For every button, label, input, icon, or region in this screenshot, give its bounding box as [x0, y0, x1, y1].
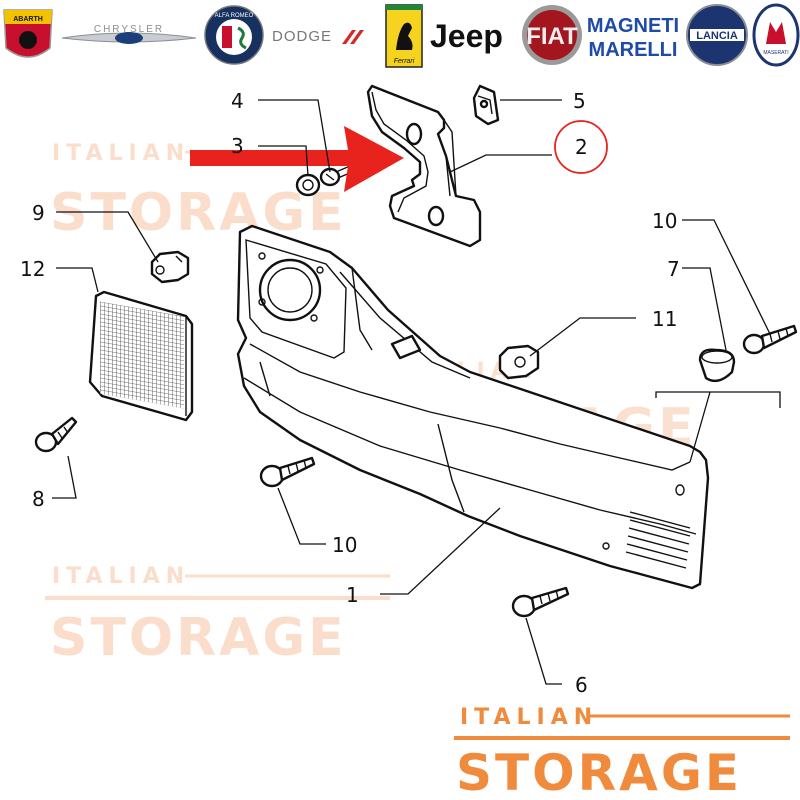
- chrysler-logo: CHRYSLER: [61, 24, 197, 44]
- lancia-logo: LANCIA: [686, 4, 748, 66]
- svg-text:FIAT: FIAT: [526, 23, 578, 50]
- ferrari-logo: Ferrari: [385, 4, 423, 68]
- leader-lines: [52, 99, 781, 685]
- part-2-bracket: [366, 84, 482, 248]
- svg-text:ITALIAN: ITALIAN: [52, 564, 190, 589]
- callout-12: 12: [20, 257, 45, 281]
- highlight-circle: [554, 120, 608, 174]
- callout-10-right: 10: [652, 209, 677, 233]
- part-7-plug: [698, 348, 736, 383]
- svg-text:CHRYSLER: CHRYSLER: [94, 24, 164, 35]
- callout-2: 2: [575, 135, 588, 159]
- svg-text:STORAGE: STORAGE: [50, 183, 347, 243]
- callout-1: 1: [346, 583, 359, 607]
- brand-logo-bar: ABARTH CHRYSLER ALFA ROMEO DODGE Ferrar: [3, 3, 800, 68]
- callout-9: 9: [32, 201, 45, 225]
- alfa-romeo-logo: ALFA ROMEO: [204, 5, 264, 65]
- callout-4: 4: [231, 89, 244, 113]
- callout-7: 7: [667, 257, 680, 281]
- part-12-speaker-grille: [88, 290, 194, 422]
- italian-storage-logo: ITALIAN STORAGE: [454, 705, 790, 800]
- svg-text:Ferrari: Ferrari: [394, 58, 415, 65]
- svg-text:LANCIA: LANCIA: [696, 30, 738, 42]
- svg-text:ALFA ROMEO: ALFA ROMEO: [215, 13, 254, 19]
- watermark-top: ITALIAN STORAGE: [50, 141, 390, 243]
- part-1-console-trim: [236, 224, 710, 590]
- part-4-screw: [319, 165, 353, 187]
- part-8-screw: [34, 416, 78, 453]
- callout-8: 8: [32, 487, 45, 511]
- part-9-clip: [150, 250, 190, 284]
- svg-text:STORAGE: STORAGE: [456, 744, 742, 800]
- svg-text:DODGE: DODGE: [272, 28, 332, 45]
- svg-text:MAGNETI: MAGNETI: [587, 15, 679, 37]
- red-arrow: [190, 126, 404, 192]
- svg-text:MARELLI: MARELLI: [589, 39, 678, 61]
- part-6-screw: [511, 586, 570, 618]
- svg-text:ITALIAN: ITALIAN: [52, 141, 190, 166]
- part-3-grommet: [295, 173, 321, 197]
- callout-3: 3: [231, 134, 244, 158]
- svg-text:Jeep: Jeep: [430, 18, 503, 54]
- svg-text:STORAGE: STORAGE: [50, 608, 347, 668]
- magneti-marelli-logo: MAGNETI MARELLI: [587, 15, 679, 61]
- jeep-logo: Jeep: [430, 18, 503, 54]
- callout-10-left: 10: [332, 533, 357, 557]
- maserati-logo: MASERATI: [752, 3, 800, 67]
- vent-slats: [625, 511, 691, 569]
- callout-6: 6: [575, 673, 588, 697]
- svg-text:MASERATI: MASERATI: [763, 50, 788, 56]
- callout-5: 5: [573, 89, 586, 113]
- abarth-logo: ABARTH: [3, 9, 53, 58]
- part-10-screw-right: [742, 324, 798, 355]
- dodge-logo: DODGE: [272, 28, 364, 45]
- fiat-logo: FIAT: [522, 5, 582, 65]
- callout-11: 11: [652, 307, 677, 331]
- svg-text:ABARTH: ABARTH: [13, 16, 43, 23]
- callout-labels: 4 3 5 2 9 12 10 7 11 8 10 1 6: [20, 89, 680, 697]
- svg-text:ITALIAN: ITALIAN: [460, 705, 598, 730]
- part-11-clip: [498, 344, 540, 380]
- part-5-clip: [472, 84, 500, 126]
- part-10-screw-left: [259, 456, 316, 488]
- watermark-bottom: ITALIAN STORAGE: [45, 564, 390, 668]
